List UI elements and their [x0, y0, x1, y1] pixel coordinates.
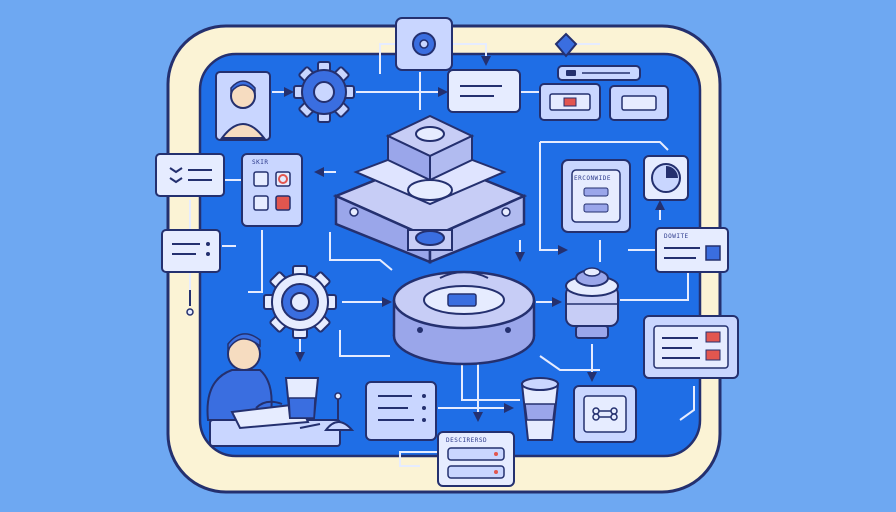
- person-icon: [215, 71, 271, 141]
- gear-icon: [412, 32, 436, 56]
- diamond-icon: [554, 32, 578, 58]
- central-machine-upper: [332, 114, 528, 264]
- slider-bar[interactable]: [557, 65, 641, 81]
- control-box-right[interactable]: [609, 85, 669, 121]
- panel-label: DOWITE: [664, 233, 689, 240]
- panel-label: DESCIRERSD: [446, 437, 487, 444]
- document-icon[interactable]: [155, 153, 225, 197]
- control-panel-left[interactable]: SKIR: [241, 153, 303, 227]
- bone-icon[interactable]: [573, 385, 637, 443]
- panel-label: ERCONWIDE: [574, 175, 611, 182]
- right-tall-panel[interactable]: ERCONWIDE: [561, 159, 631, 233]
- database-icon[interactable]: DESCIRERSD: [437, 431, 515, 487]
- central-machine-lower: [392, 270, 536, 366]
- gear-card-top[interactable]: [395, 17, 453, 71]
- document-card-top[interactable]: [447, 69, 521, 113]
- clock-icon[interactable]: [643, 155, 689, 201]
- document-icon[interactable]: [365, 381, 437, 441]
- lamp-icon: [323, 392, 355, 431]
- gear-icon: [263, 265, 337, 339]
- document-icon[interactable]: [161, 229, 221, 273]
- pin-icon: [186, 290, 194, 316]
- connectors: [189, 43, 695, 467]
- coffee-cup-icon: [520, 377, 560, 441]
- panel-label: SKIR: [252, 159, 268, 166]
- camera-lens-icon: [565, 267, 619, 339]
- control-box-left[interactable]: [539, 83, 601, 121]
- document-icon[interactable]: [643, 315, 739, 379]
- person-icon: [206, 333, 341, 447]
- right-card[interactable]: DOWITE: [655, 227, 729, 296]
- glass-icon: [284, 377, 320, 419]
- gear-icon: [293, 61, 355, 123]
